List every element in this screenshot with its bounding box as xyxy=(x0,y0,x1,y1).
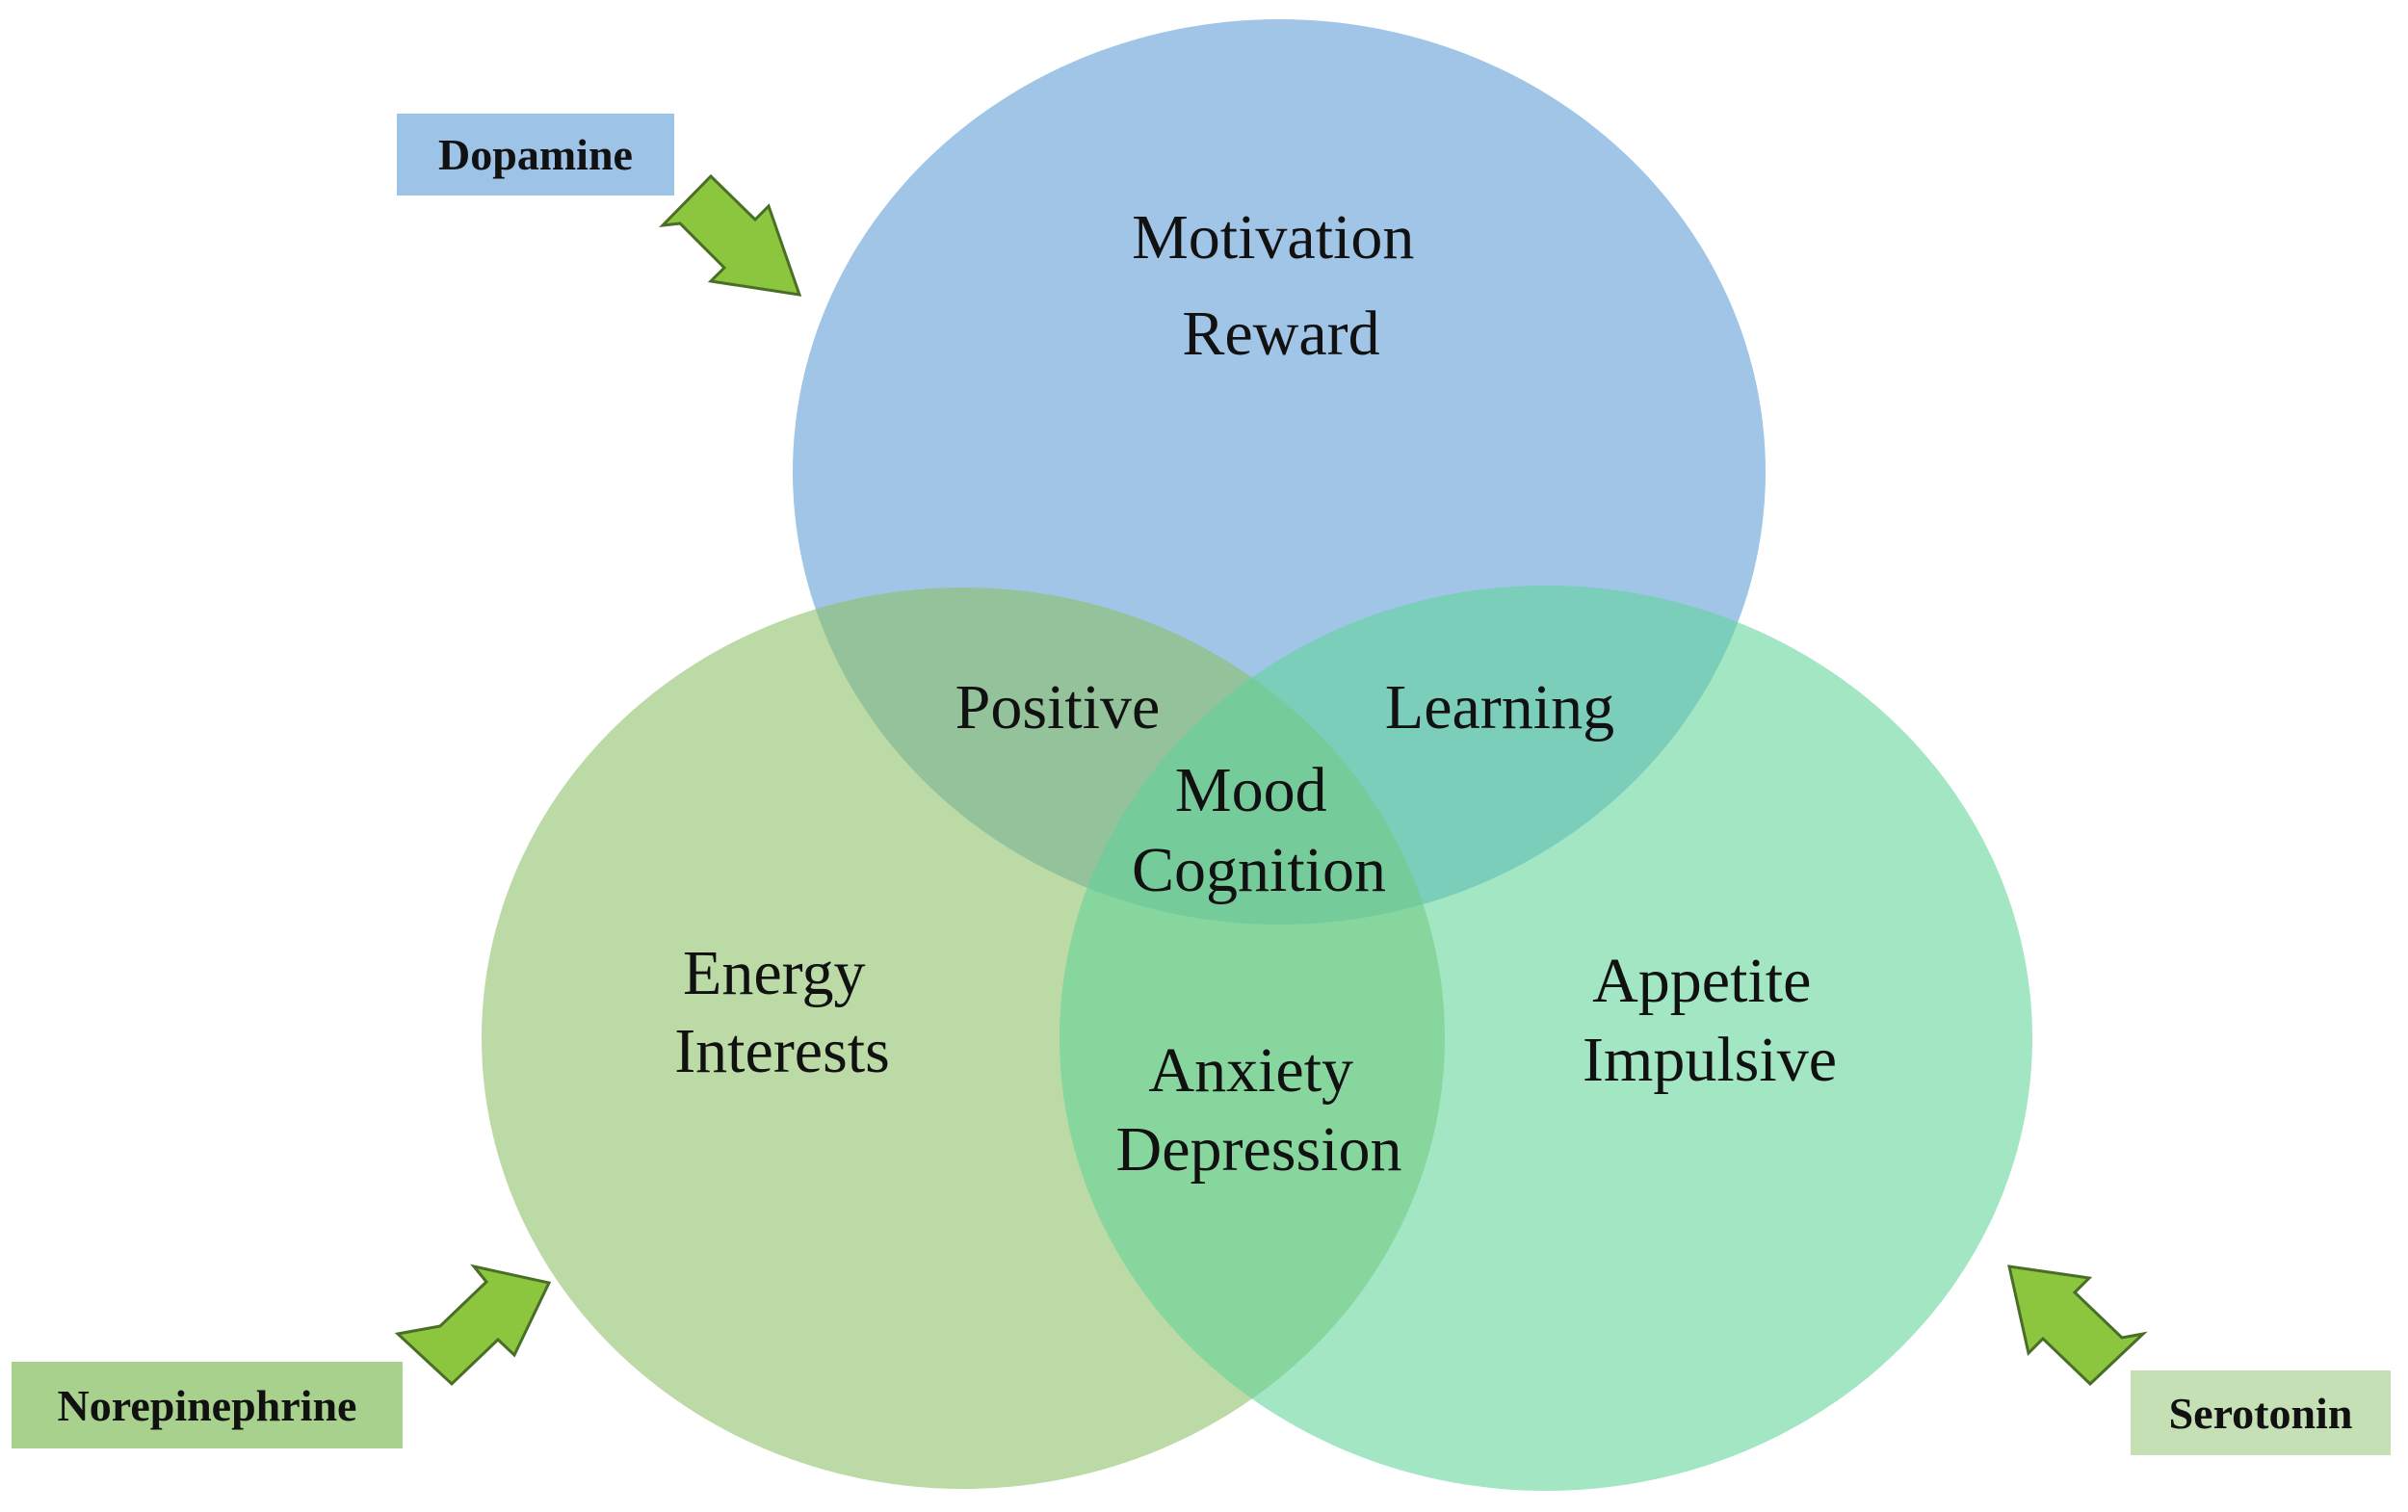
serotonin-circle xyxy=(1060,586,2032,1491)
positive-label: Positive xyxy=(955,672,1161,743)
norepinephrine-arrow xyxy=(394,1264,552,1387)
motivation-label: Motivation xyxy=(1132,202,1414,273)
dopamine-text: Motivation Reward xyxy=(1132,202,1430,369)
norepinephrine-text: Energy Interests xyxy=(674,938,890,1086)
impulsive-label: Impulsive xyxy=(1583,1025,1837,1095)
learning-label: Learning xyxy=(1385,672,1614,743)
serotonin-arrow xyxy=(2007,1264,2148,1387)
norepinephrine-label: Norepinephrine xyxy=(12,1362,403,1448)
dopamine-arrow xyxy=(658,173,802,297)
cognition-label: Cognition xyxy=(1132,835,1386,905)
norepinephrine-serotonin-text: Anxiety Depression xyxy=(1116,1035,1402,1185)
anxiety-label: Anxiety xyxy=(1148,1035,1353,1106)
depression-label: Depression xyxy=(1116,1114,1402,1185)
appetite-label: Appetite xyxy=(1592,946,1811,1016)
reward-label: Reward xyxy=(1182,299,1379,369)
center-text: Mood Cognition xyxy=(1132,755,1386,905)
serotonin-text: Appetite Impulsive xyxy=(1583,946,1837,1095)
dopamine-label: Dopamine xyxy=(397,114,674,196)
mood-label: Mood xyxy=(1175,755,1327,825)
serotonin-label: Serotonin xyxy=(2131,1370,2391,1455)
energy-label: Energy xyxy=(683,938,865,1008)
interests-label: Interests xyxy=(674,1016,890,1086)
